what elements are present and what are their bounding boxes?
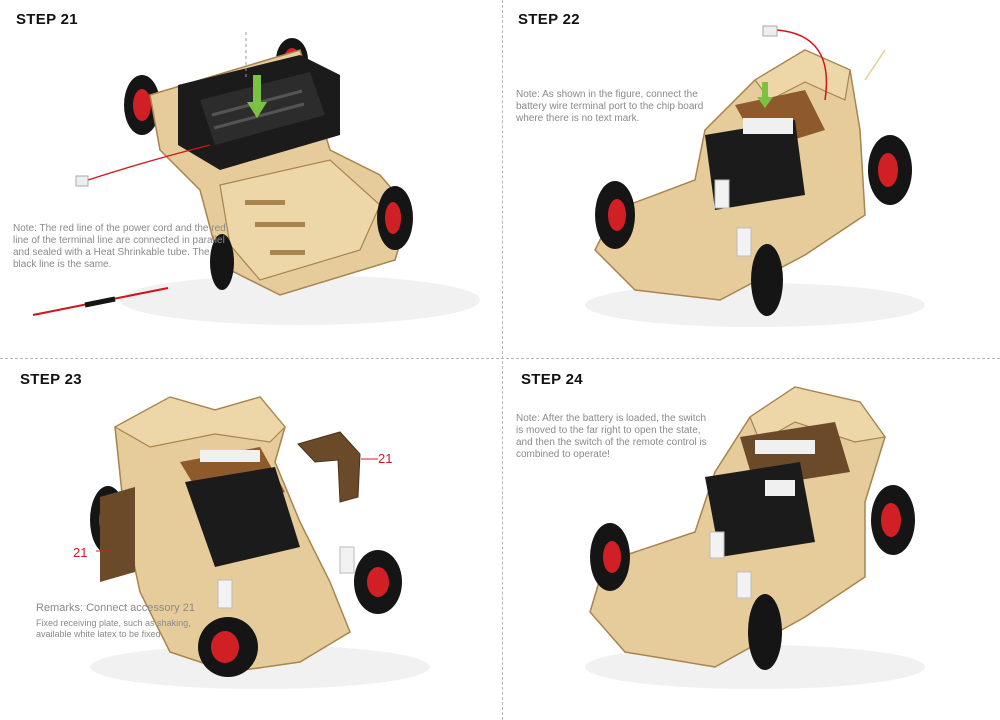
- step-22-title: STEP 22: [518, 11, 580, 28]
- step-23-remark-body: Fixed receiving plate, such as shaking, …: [36, 618, 191, 639]
- horizontal-divider: [0, 358, 1000, 359]
- down-arrow-icon: [247, 75, 267, 118]
- step-24-title: STEP 24: [521, 371, 583, 388]
- wheel-icon: [590, 523, 630, 591]
- step-22-illustration: [585, 25, 925, 327]
- step-21-panel: STEP 21 Note: The red line of the power …: [0, 0, 500, 356]
- step-21-illustration: [32, 32, 480, 325]
- step-24-panel: STEP 24 Note: After the battery is loade…: [505, 362, 1000, 720]
- step-22-panel: STEP 22 Note: As shown in the figure, co…: [505, 0, 1000, 356]
- wheel-icon: [354, 550, 402, 614]
- wheel-icon: [871, 485, 915, 555]
- wheel-icon: [868, 135, 912, 205]
- callout-21-right: 21: [378, 451, 393, 466]
- step-23-panel: STEP 23 21 21 Remarks: Connect accessory…: [0, 362, 500, 720]
- wheel-icon: [124, 75, 160, 135]
- down-arrow-icon: [757, 82, 773, 108]
- step-22-note: Note: As shown in the figure, connect th…: [516, 89, 704, 124]
- vertical-divider: [502, 0, 503, 720]
- wheel-icon: [595, 181, 635, 249]
- step-23-illustration: [90, 396, 430, 689]
- wheel-icon: [377, 186, 413, 250]
- callout-21-left: 21: [73, 545, 88, 560]
- step-24-illustration: [585, 386, 925, 689]
- step-21-title: STEP 21: [16, 11, 78, 28]
- wheel-icon: [751, 244, 783, 316]
- wheel-icon: [748, 594, 782, 670]
- step-23-title: STEP 23: [20, 371, 82, 388]
- step-23-remark-title: Remarks: Connect accessory 21: [36, 602, 195, 614]
- step-21-note: Note: The red line of the power cord and…: [13, 223, 226, 270]
- wheel-icon: [210, 234, 234, 290]
- wheel-icon: [198, 617, 258, 677]
- step-24-note: Note: After the battery is loaded, the s…: [516, 413, 707, 460]
